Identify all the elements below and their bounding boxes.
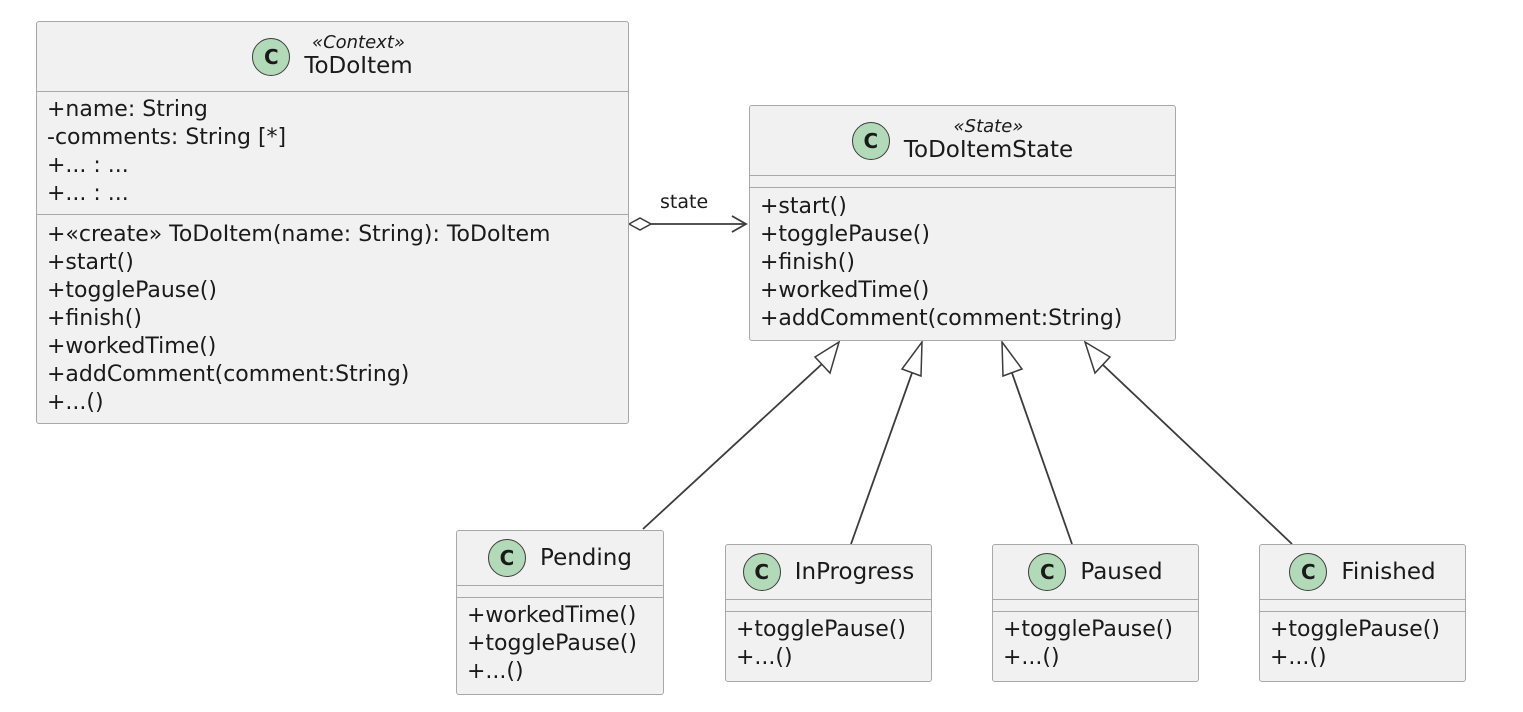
methods-section: +«create» ToDoItem(name: String): ToDoIt… (37, 215, 628, 419)
method: +togglePause() (47, 278, 217, 303)
class-header: C «State» ToDoItemState (750, 106, 1175, 176)
class-name: Finished (1341, 558, 1436, 585)
method: +...() (1270, 645, 1327, 670)
attributes-section (750, 176, 1175, 188)
attribute: -comments: String [*] (47, 125, 287, 150)
class-header: C Finished (1260, 545, 1465, 600)
method: +workedTime() (467, 603, 637, 628)
class-header: C InProgress (726, 545, 931, 600)
attributes-section (1260, 600, 1465, 612)
aggregation-link (627, 215, 748, 233)
method: +addComment(comment:String) (47, 362, 410, 387)
method: +...() (736, 645, 793, 670)
method: +finish() (47, 306, 142, 331)
class-name: ToDoItemState (903, 137, 1074, 163)
class-header: C «Context» ToDoItem (37, 22, 628, 92)
method: +...() (1003, 645, 1060, 670)
attributes-section: +name: String -comments: String [*] +...… (37, 92, 628, 215)
generalization-pending (642, 340, 841, 530)
method: +«create» ToDoItem(name: String): ToDoIt… (47, 222, 551, 247)
method: +finish() (760, 250, 855, 275)
method: +togglePause() (736, 617, 906, 642)
class-badge-icon: C (1028, 553, 1067, 591)
method: +start() (47, 250, 134, 275)
methods-section: +togglePause() +...() (726, 612, 931, 674)
class-header: C Pending (457, 531, 663, 586)
class-name: ToDoItem (304, 53, 413, 79)
aggregation-label: state (660, 191, 709, 213)
class-stereotype: «State» (953, 116, 1024, 137)
generalization-inprogress (850, 339, 923, 545)
methods-section: +workedTime() +togglePause() +...() (457, 598, 663, 688)
class-badge-icon: C (742, 553, 781, 591)
generalization-paused (1001, 339, 1073, 545)
class-inprogress[interactable]: C InProgress +togglePause() +...() (725, 544, 932, 682)
attributes-section (993, 600, 1198, 612)
aggregation-diamond (627, 217, 653, 231)
attributes-section (726, 600, 931, 612)
attribute: +name: String (47, 97, 208, 122)
attributes-section (457, 586, 663, 598)
aggregation-arrowhead (731, 215, 748, 233)
methods-section: +togglePause() +...() (1260, 612, 1465, 674)
class-todoitem[interactable]: C «Context» ToDoItem +name: String -comm… (36, 21, 629, 424)
method: +addComment(comment:String) (760, 306, 1123, 331)
class-todoitemstate[interactable]: C «State» ToDoItemState +start() +toggle… (749, 105, 1176, 341)
class-finished[interactable]: C Finished +togglePause() +...() (1259, 544, 1466, 682)
method: +workedTime() (47, 334, 217, 359)
methods-section: +start() +togglePause() +finish() +worke… (750, 188, 1175, 335)
class-badge-icon: C (488, 539, 527, 577)
method: +start() (760, 194, 847, 219)
class-badge-icon: C (851, 121, 890, 160)
method: +togglePause() (1003, 617, 1173, 642)
method: +...() (47, 390, 104, 415)
generalization-finished (1083, 340, 1293, 545)
class-name: InProgress (794, 558, 915, 585)
method: +togglePause() (467, 631, 637, 656)
class-badge-icon: C (252, 37, 291, 76)
method: +...() (467, 659, 524, 684)
class-name: Pending (540, 544, 632, 571)
class-stereotype: «Context» (311, 32, 406, 53)
class-name: Paused (1080, 558, 1163, 585)
class-paused[interactable]: C Paused +togglePause() +...() (992, 544, 1199, 682)
class-header: C Paused (993, 545, 1198, 600)
class-pending[interactable]: C Pending +workedTime() +togglePause() +… (456, 530, 664, 695)
class-badge-icon: C (1289, 553, 1328, 591)
attribute: +... : ... (47, 181, 129, 206)
attribute: +... : ... (47, 153, 129, 178)
method: +togglePause() (760, 222, 930, 247)
method: +workedTime() (760, 278, 930, 303)
methods-section: +togglePause() +...() (993, 612, 1198, 674)
method: +togglePause() (1270, 617, 1440, 642)
